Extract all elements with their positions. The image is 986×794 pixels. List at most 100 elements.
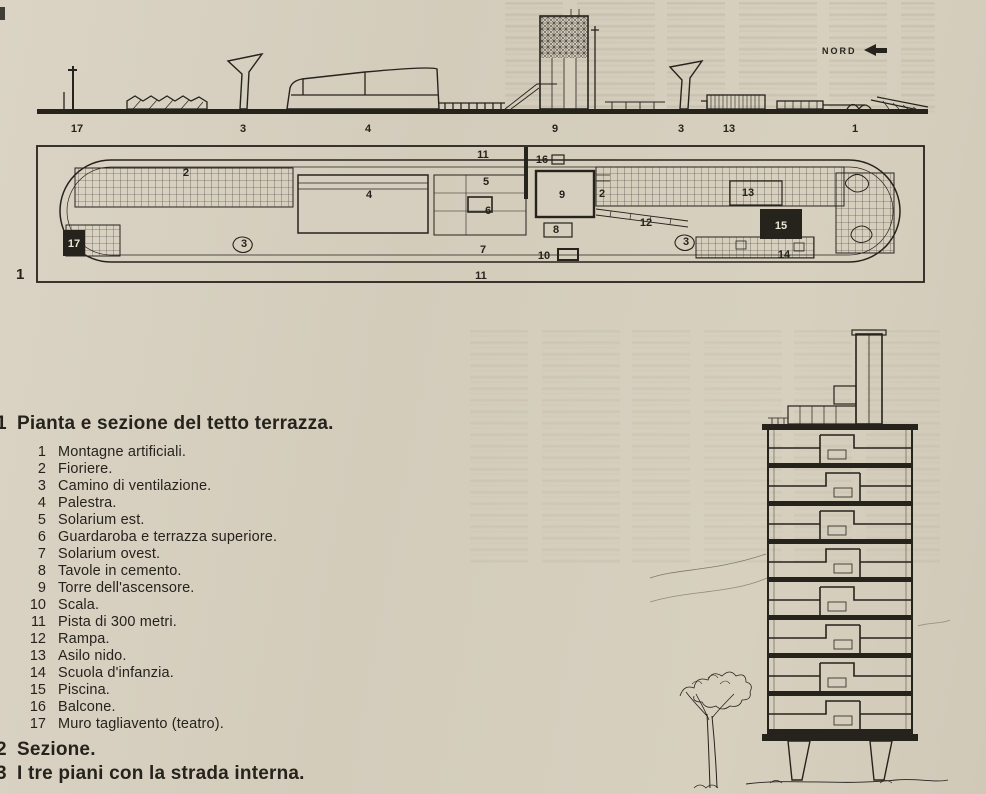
tree-sketch <box>679 671 752 789</box>
figure-number-cropped: 3 <box>0 763 7 784</box>
section-label: 9 <box>552 123 558 135</box>
legend-item-label: Camino di ventilazione. <box>58 478 212 494</box>
section-label: 1 <box>852 123 858 135</box>
colonnade-slab-section <box>439 83 557 110</box>
landscape-lines <box>649 553 951 627</box>
legend-item-label: Torre dell'ascensore. <box>58 580 195 596</box>
plan-outer-border <box>36 145 925 283</box>
page-edge-mark <box>0 7 5 20</box>
figure-legend: 1 Pianta e sezione del tetto terrazza. 1… <box>0 413 430 786</box>
legend-item: 2 Fioriere. <box>10 461 430 478</box>
section-number-labels: 17 3 4 9 3 13 1 <box>71 123 858 135</box>
legend-item-label: Solarium est. <box>58 512 145 528</box>
caption-row: 3 I tre piani con la strada interna. <box>0 762 430 786</box>
plan-label: 12 <box>640 217 652 229</box>
legend-item-label: Scala. <box>58 597 100 613</box>
nursery-plan <box>729 180 783 206</box>
section-label: 17 <box>71 123 83 135</box>
legend-item-number: 4 <box>37 495 46 511</box>
legend-item-label: Solarium ovest. <box>58 546 161 562</box>
legend-title: Pianta e sezione del tetto terrazza. <box>17 413 334 434</box>
legend-item-number: 12 <box>29 631 46 647</box>
pilotis-supports <box>745 740 949 785</box>
legend-item-number: 13 <box>29 648 46 664</box>
plan-label: 10 <box>538 250 550 262</box>
legend-item-label: Scuola d'infanzia. <box>58 665 174 681</box>
legend-title-row: 1 Pianta e sezione del tetto terrazza. <box>0 413 430 435</box>
plan-label: 5 <box>483 176 489 188</box>
legend-item-number: 8 <box>37 563 46 579</box>
building-cross-section-drawing <box>649 329 951 789</box>
legend-item-number: 14 <box>29 665 46 681</box>
legend-item-label: Rampa. <box>58 631 110 647</box>
plan-label: 11 <box>477 149 489 161</box>
planter-grid-areas <box>65 166 895 259</box>
figure1-number: 1 <box>16 266 25 283</box>
roof-slab <box>762 424 918 430</box>
windbreak-wall-plan <box>63 230 85 256</box>
plan-label: 2 <box>183 167 189 179</box>
mid-low-blocks-section <box>605 101 665 109</box>
elevator-tower-plan <box>524 147 596 219</box>
legend-item-number: 11 <box>30 614 46 630</box>
small-structures-plan <box>735 240 805 252</box>
roof-superstructure <box>768 329 887 425</box>
solarium-cloakroom-plan <box>433 174 527 236</box>
caption-label: Sezione. <box>17 739 96 760</box>
apartment-modules <box>767 434 913 735</box>
roof-slab-line <box>37 109 928 114</box>
ventilation-chimney-section-1 <box>226 52 264 110</box>
figure-number-cropped: 1 <box>0 413 7 434</box>
figure-number-cropped: 2 <box>0 739 7 760</box>
elevator-tower-section <box>539 9 599 110</box>
section-label: 13 <box>723 123 735 135</box>
nursery-block-section <box>701 94 766 110</box>
ramp-plan <box>595 174 689 228</box>
figure-captions: 2 Sezione. 3 I tre piani con la strada i… <box>0 738 430 786</box>
legend-item-label: Piscina. <box>58 682 110 698</box>
plan-label: 6 <box>485 205 491 217</box>
north-indicator: NORD <box>822 44 888 57</box>
artificial-mountains-left <box>126 95 208 110</box>
plan-label: 11 <box>475 270 487 282</box>
artificial-mountains-ramp-section <box>846 96 929 113</box>
plan-label: 14 <box>778 249 791 261</box>
plan-label: 3 <box>241 238 247 250</box>
plan-label: 2 <box>599 188 605 200</box>
legend-item-label: Fioriere. <box>58 461 113 477</box>
legend-item-number: 1 <box>37 444 46 460</box>
plan-label: 17 <box>68 238 80 250</box>
stair-plan <box>557 248 579 261</box>
caption-label: I tre piani con la strada interna. <box>17 763 305 784</box>
plan-label: 8 <box>553 224 559 236</box>
legend-item: 7 Solarium ovest. <box>10 546 430 563</box>
right-low-block-section <box>776 100 865 110</box>
legend-item-number: 2 <box>37 461 46 477</box>
section-label: 4 <box>365 123 372 135</box>
plan-label: 13 <box>742 187 754 199</box>
section-label: 3 <box>678 123 684 135</box>
windbreak-wall-section <box>63 66 77 109</box>
legend-item-number: 5 <box>37 512 46 528</box>
plan-label: 7 <box>480 244 486 256</box>
ground-floor-slab <box>762 734 918 741</box>
plan-label: 3 <box>683 236 689 248</box>
cement-tables-plan <box>543 222 573 238</box>
plan-label: 4 <box>366 189 373 201</box>
legend-item-number: 17 <box>29 716 46 732</box>
section-label: 3 <box>240 123 246 135</box>
plan-number-labels: 2 4 11 16 5 9 6 8 2 12 13 15 3 3 14 10 7… <box>68 149 791 282</box>
legend-item-number: 7 <box>37 546 46 562</box>
gym-plan <box>297 174 429 234</box>
caption-row: 2 Sezione. <box>0 738 430 762</box>
roof-section-drawing: 17 3 4 9 3 13 1 <box>37 9 929 135</box>
